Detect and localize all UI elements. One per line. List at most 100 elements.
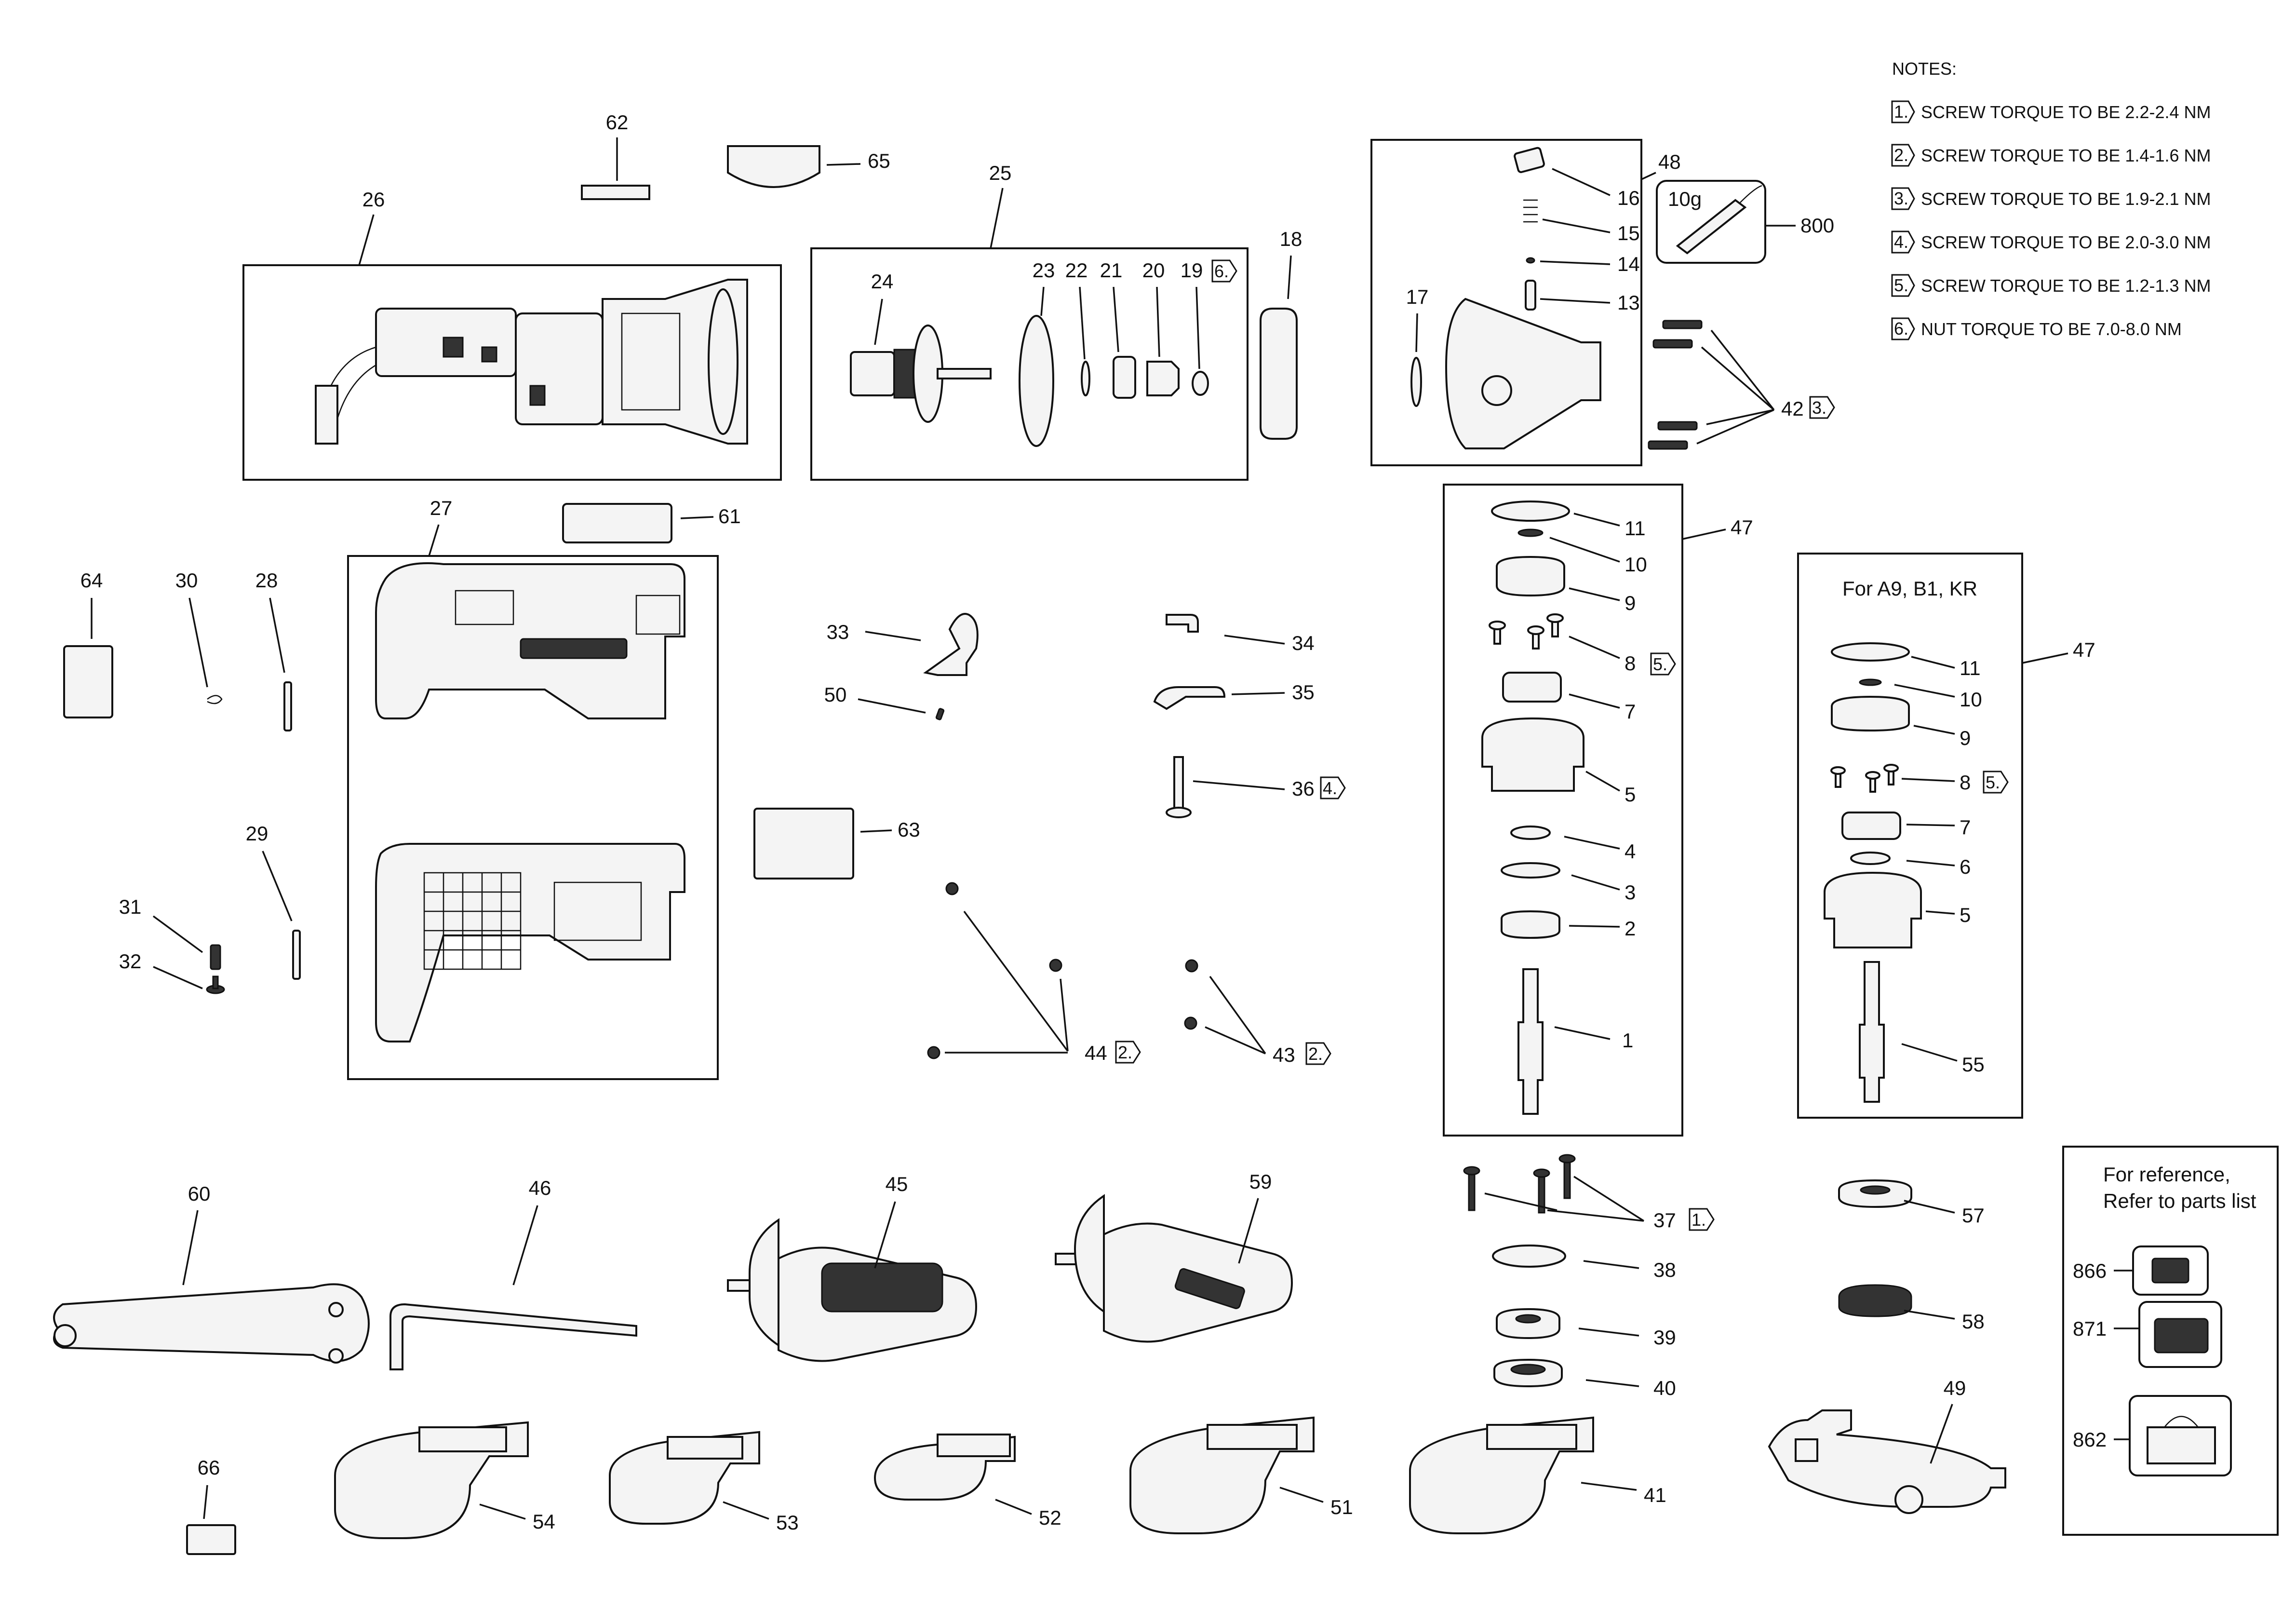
reference-line-2: Refer to parts list [2103,1190,2256,1212]
label-14: 14 [1617,253,1640,275]
grease-amount: 10g [1668,188,1702,210]
part-44-screws: 44 2. [927,882,1141,1064]
part-35-latch: 35 [1153,681,1315,710]
label-64: 64 [81,569,103,592]
variant-box-title: For A9, B1, KR [1842,577,1977,600]
label-35: 35 [1292,681,1315,704]
label-25: 25 [989,162,1012,184]
reference-box: For reference, Refer to parts list 866 8… [2062,1146,2279,1536]
part-11-o-ring [1491,501,1570,522]
label-66: 66 [198,1456,220,1479]
part-37-screws: 37 1. [1463,1154,1715,1232]
label-5: 5 [1625,783,1636,806]
note-4-number: 4. [1894,232,1908,252]
part-23-baffle: 23 [1019,259,1055,447]
part-63-label: 63 [753,808,920,880]
label-866: 866 [2073,1259,2107,1282]
part-800-grease: 10g 800 [1656,180,1834,264]
label-58: 58 [1962,1310,1985,1333]
label-50: 50 [824,683,847,706]
part-30-small-spring: 30 [175,569,223,704]
notes-title: NOTES: [1892,59,1957,79]
label-15: 15 [1617,222,1640,244]
part-45-side-handle: 45 [727,1173,978,1362]
part-8-screws [1489,613,1564,650]
label-30: 30 [175,569,198,592]
label-9: 9 [1625,592,1636,614]
label-3: 3 [1625,881,1636,904]
label-29: 29 [246,822,269,845]
label-6b: 6 [1960,855,1971,878]
part-65-label: 65 [727,145,890,188]
note-6: 6. NUT TORQUE TO BE 7.0-8.0 NM [1891,317,2182,340]
label-33: 33 [827,621,849,643]
part-1-spindle [1517,968,1544,1115]
label-2: 2 [1625,917,1636,940]
label-27: 27 [430,497,453,519]
label-53: 53 [776,1511,799,1534]
flag-42: 3. [1812,398,1826,418]
note-6-number: 6. [1894,319,1908,338]
part-62-label-strip: 62 [581,111,650,200]
label-22: 22 [1065,259,1088,282]
part-4-spacer [1510,826,1551,840]
label-42: 42 [1781,397,1804,420]
gear-case-body [1445,298,1601,449]
part-24-armature: 24 [850,270,992,423]
part-29-pin: 29 [246,822,301,980]
label-28: 28 [255,569,278,592]
part-14-clip [1526,257,1535,264]
part-16-lock-button [1514,147,1545,173]
label-57: 57 [1962,1204,1985,1227]
part-42-screws: 42 3. [1648,320,1835,450]
part-48-gear-case-assembly: 48 17 16 15 14 13 [1370,139,1681,466]
flag-37: 1. [1692,1210,1706,1230]
label-11: 11 [1625,517,1646,540]
label-39: 39 [1653,1326,1676,1349]
note-3: 3. SCREW TORQUE TO BE 1.9-2.1 NM [1891,187,2211,210]
label-52: 52 [1039,1506,1061,1529]
part-46-hex-key: 46 [389,1177,637,1370]
label-60: 60 [188,1182,211,1205]
label-65: 65 [868,149,890,172]
label-63: 63 [898,818,920,841]
label-18: 18 [1280,228,1302,250]
part-50-pin: 50 [824,683,945,720]
part-20-collar: 20 [1142,259,1180,396]
label-21: 21 [1100,259,1123,282]
part-41-guard: 41 [1409,1416,1666,1534]
note-1: 1. SCREW TORQUE TO BE 2.2-2.4 NM [1891,100,2211,123]
part-17-o-ring [1410,357,1422,407]
part-21-bearing: 21 [1100,259,1136,399]
note-1-number: 1. [1894,102,1908,122]
part-27-housing: 27 [347,497,719,1080]
label-46: 46 [529,1177,551,1199]
part-53-guard: 53 [609,1431,799,1534]
part-871-battery-large [2154,1318,2209,1353]
label-48: 48 [1658,150,1681,173]
label-20: 20 [1142,259,1165,282]
label-37: 37 [1653,1209,1676,1232]
label-5b: 5 [1960,904,1971,926]
note-1-text: SCREW TORQUE TO BE 2.2-2.4 NM [1921,102,2211,122]
part-36-bolt: 36 4. [1166,756,1346,818]
label-24: 24 [871,270,894,293]
part-55-spindle [1859,961,1885,1103]
part-13-pin [1525,280,1536,311]
label-62: 62 [606,111,629,134]
label-45: 45 [886,1173,908,1195]
part-862-bag [2147,1426,2216,1464]
label-26: 26 [363,188,385,211]
flag-8: 5. [1653,654,1667,674]
variant-box-a9-b1-kr: For A9, B1, KR 47 11 10 9 8 5. 7 6 [1797,553,2095,1119]
part-31-spring: 31 [119,895,221,970]
part-28-pin: 28 [255,569,292,731]
part-32-screw: 32 [119,950,225,994]
flag-19: 6. [1214,261,1229,281]
part-64-card: 64 [63,569,113,718]
part-49-guard-clamp: 49 [1768,1377,2006,1514]
label-4: 4 [1625,840,1636,863]
label-41: 41 [1644,1484,1666,1506]
part-18-end-cap: 18 [1260,228,1302,440]
